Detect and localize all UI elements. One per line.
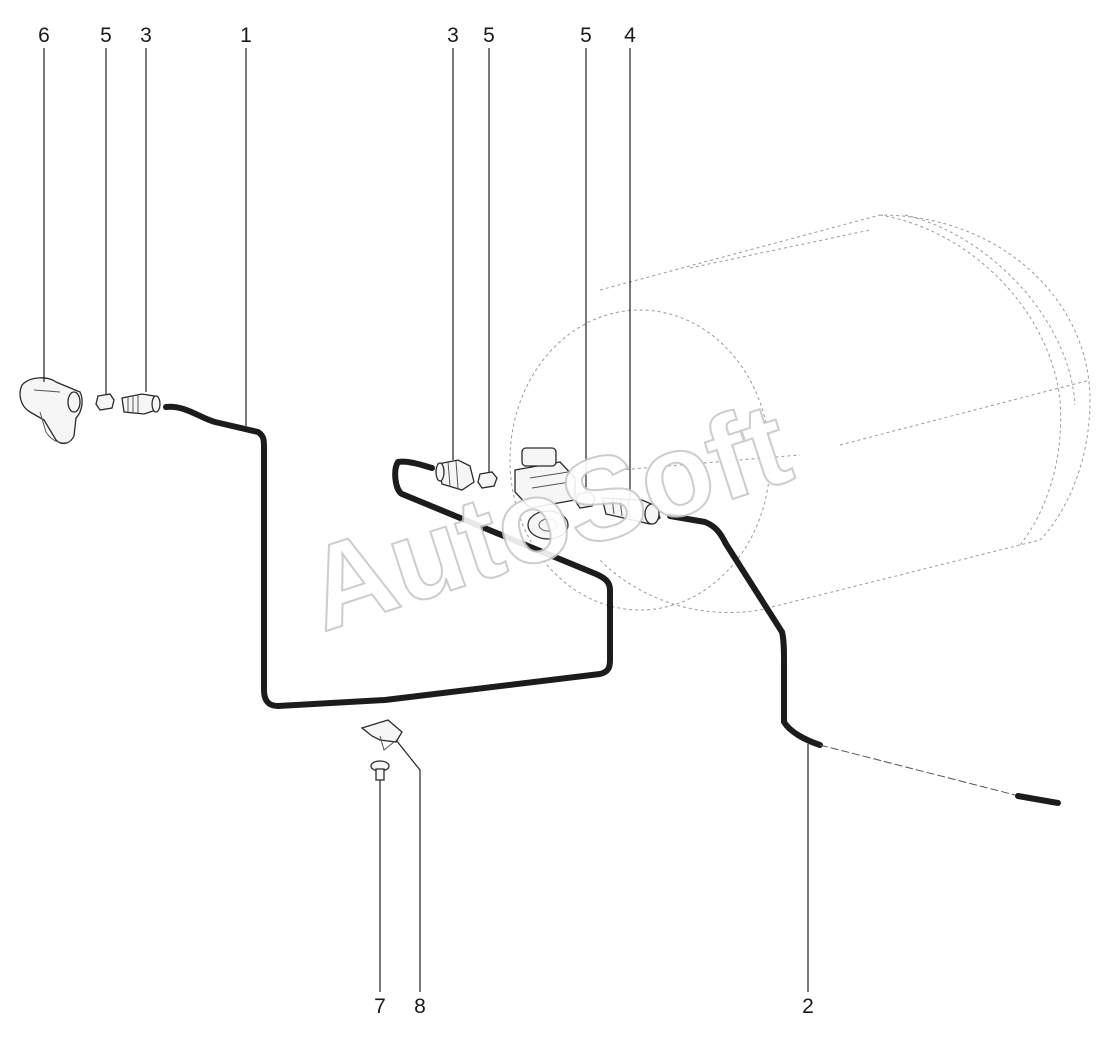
callout-1: 1 xyxy=(240,24,252,47)
nut-5a xyxy=(95,393,115,411)
callout-3-mid: 3 xyxy=(447,24,459,47)
watermark: AutoSoft xyxy=(290,377,804,656)
callout-5-left: 5 xyxy=(100,24,112,47)
callout-4: 4 xyxy=(624,24,636,47)
fitting-4 xyxy=(601,497,661,525)
nut-5b xyxy=(477,471,498,489)
callout-8: 8 xyxy=(414,995,426,1018)
leader-lines xyxy=(43,48,809,992)
clip-8 xyxy=(360,719,403,751)
filler-valve xyxy=(19,377,83,445)
nut-5c xyxy=(575,491,596,509)
cylinder-valve xyxy=(514,447,576,540)
screw-7 xyxy=(370,760,390,781)
callout-7: 7 xyxy=(374,995,386,1018)
gas-cylinder xyxy=(509,214,1091,613)
callout-5-mid: 5 xyxy=(483,24,495,47)
callout-5-right: 5 xyxy=(580,24,592,47)
tube-2-end xyxy=(1015,793,1061,806)
fitting-3a xyxy=(121,393,161,415)
callout-3-left: 3 xyxy=(140,24,152,47)
tube-2 xyxy=(667,513,823,748)
callout-2: 2 xyxy=(802,995,814,1018)
callout-6: 6 xyxy=(38,24,50,47)
tube-2-extension xyxy=(819,744,1016,796)
tube-1 xyxy=(163,403,613,709)
fitting-3b xyxy=(435,459,475,491)
